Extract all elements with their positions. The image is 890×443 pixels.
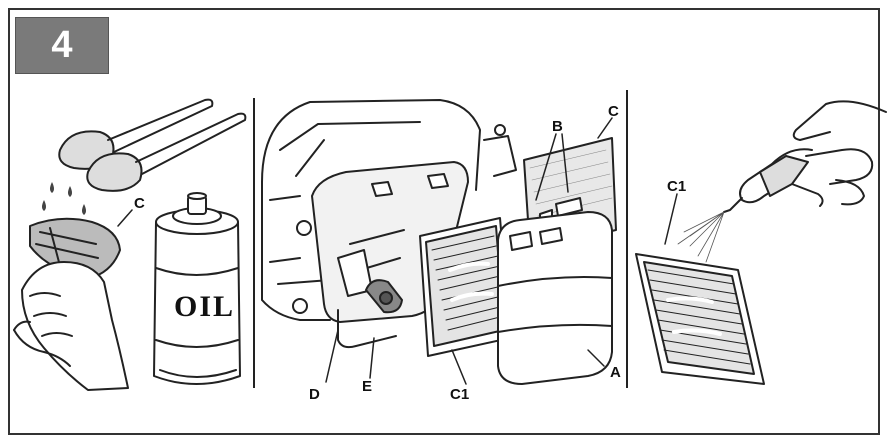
paper-filter-icon [419, 217, 511, 357]
label-b: B [552, 118, 563, 135]
label-c-foam: C [608, 103, 619, 120]
wing-knob-icon [365, 279, 403, 314]
oil-can-icon [153, 192, 241, 385]
label-c-cloth: C [134, 195, 145, 212]
cleaned-filter-icon [635, 253, 765, 385]
panel-divider-right [626, 90, 628, 388]
spoons-icon [58, 98, 247, 192]
label-a: A [610, 364, 621, 381]
label-c1-bottom: C1 [450, 386, 470, 403]
panel-divider-left [253, 98, 255, 388]
label-d: D [309, 386, 320, 403]
hand-with-cloth-icon [13, 217, 129, 391]
step-number-badge: 4 [15, 17, 109, 74]
label-e: E [362, 378, 373, 395]
callout-leader-lines [117, 117, 678, 385]
label-c1-right: C1 [667, 178, 687, 195]
air-spray-icon [677, 211, 725, 263]
oil-can-label: OIL [174, 290, 236, 323]
filter-housing-icon [497, 211, 613, 385]
air-gun-hand-icon [723, 100, 887, 213]
